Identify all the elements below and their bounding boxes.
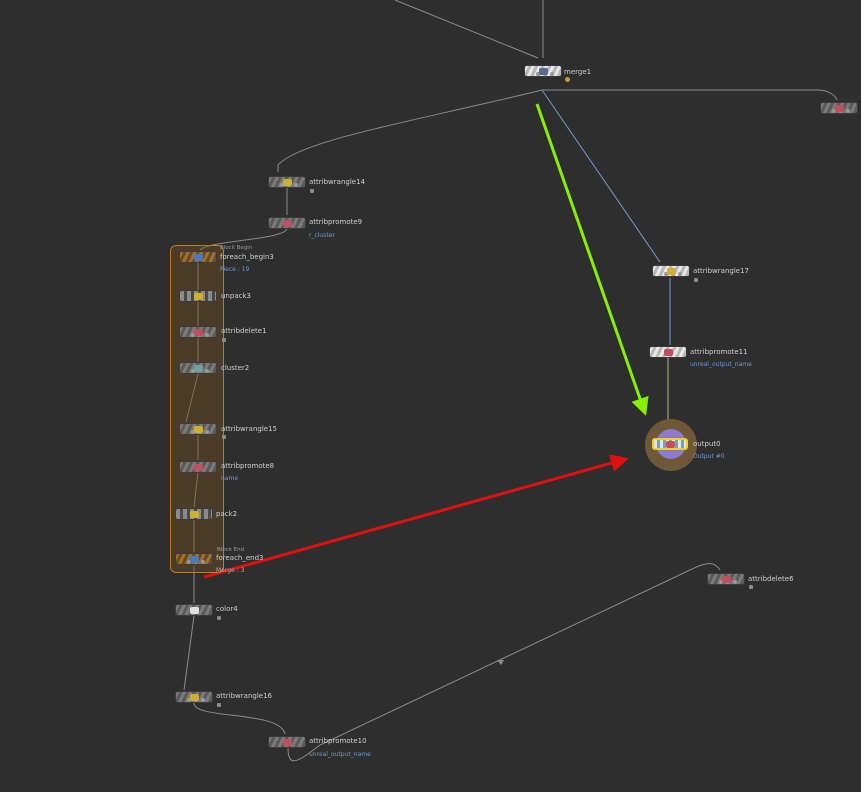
input-dots — [191, 358, 212, 373]
promote-icon — [283, 220, 292, 227]
promote-icon — [283, 739, 292, 746]
node-attribwrangle14[interactable] — [268, 176, 306, 188]
delete-icon — [194, 329, 203, 336]
node-foreach_end3[interactable] — [175, 553, 213, 565]
wire — [394, 0, 539, 59]
attribdelete-icon — [835, 105, 844, 112]
output-icon — [666, 441, 675, 448]
lock-icon — [217, 703, 221, 707]
annotation-arrow-green — [535, 103, 649, 416]
input-dots — [719, 569, 740, 584]
node-attribwrangle15[interactable] — [179, 423, 217, 435]
input-dots — [187, 549, 208, 564]
node-output0[interactable] — [652, 438, 688, 450]
node-attribpromote8[interactable] — [179, 461, 217, 473]
node-sublabel: r_cluster — [309, 232, 335, 239]
node-label: foreach_begin3 — [220, 253, 274, 261]
input-dots — [191, 322, 212, 337]
annotation-arrow-red — [203, 454, 629, 579]
lock-icon — [694, 278, 698, 282]
node-label: attribpromote11 — [690, 348, 748, 356]
unpack-icon — [194, 293, 203, 300]
node-label: pack2 — [216, 510, 238, 518]
foreach-icon — [194, 254, 203, 261]
delete-icon — [722, 576, 731, 583]
node-label: color4 — [216, 605, 238, 613]
node-attribwrangle17[interactable] — [652, 265, 690, 277]
wire — [541, 89, 661, 263]
node-attribwrangle16[interactable] — [175, 691, 213, 703]
node-toplabel: Block End — [217, 547, 245, 553]
node-label: attribwrangle15 — [221, 425, 277, 433]
node-sublabel: unreal_output_name — [309, 751, 371, 758]
node-color4[interactable] — [175, 604, 213, 616]
node-attribdelete6[interactable] — [707, 573, 745, 585]
node-attribdelete1[interactable] — [179, 326, 217, 338]
lock-icon — [310, 189, 314, 193]
wrangle-icon — [194, 426, 203, 433]
node-merge1[interactable] — [524, 65, 562, 77]
node-label: attribwrangle16 — [216, 692, 272, 700]
node-label: attribdelete1 — [221, 327, 267, 335]
node-label: attribpromote8 — [221, 462, 275, 470]
wire — [183, 615, 195, 691]
node-sublabel: Output #0 — [693, 453, 725, 460]
node-label: attribwrangle14 — [309, 178, 365, 186]
node-sublabel: Piece : 19 — [220, 266, 250, 273]
wrangle-icon — [190, 694, 199, 701]
promote-icon — [194, 464, 203, 471]
wire — [193, 471, 199, 508]
node-label: output0 — [693, 440, 721, 448]
input-dots — [832, 98, 853, 113]
node-unpack3[interactable] — [179, 290, 217, 302]
wrangle-icon — [667, 268, 676, 275]
input-dots — [191, 419, 212, 434]
pack-icon — [190, 511, 199, 518]
wire — [199, 227, 288, 251]
node-label: attribwrangle17 — [693, 267, 749, 275]
cluster-icon — [194, 365, 203, 372]
promote-icon — [664, 349, 673, 356]
foreach-icon — [190, 556, 199, 563]
node-attribpromote9[interactable] — [268, 217, 306, 229]
node-attribpromote10[interactable] — [268, 736, 306, 748]
lock-icon — [222, 435, 226, 439]
node-cluster2[interactable] — [179, 362, 217, 374]
node-label: attribdelete6 — [748, 575, 794, 583]
node-toplabel: Block Begin — [220, 245, 253, 251]
node-label: attribpromote10 — [309, 737, 367, 745]
lock-icon — [222, 338, 226, 342]
node-sublabel: name — [221, 475, 239, 482]
node-label: merge1 — [564, 68, 592, 76]
wire-midpoint-marker — [497, 660, 504, 665]
input-dots — [187, 687, 208, 702]
input-dots — [664, 261, 685, 276]
wrangle-icon — [283, 179, 292, 186]
wire — [542, 89, 838, 101]
node-label: attribpromote9 — [309, 218, 363, 226]
wire — [185, 373, 199, 423]
input-dots — [280, 172, 301, 187]
node-pack2[interactable] — [175, 508, 213, 520]
input-dots — [536, 61, 557, 76]
node-label: cluster2 — [221, 364, 250, 372]
lock-icon — [217, 616, 221, 620]
wire — [277, 89, 543, 172]
node-label: foreach_end3 — [216, 554, 264, 562]
flag-icon — [565, 77, 570, 82]
wire — [287, 563, 721, 762]
lock-icon — [749, 585, 753, 589]
node-attribpromote11[interactable] — [649, 346, 687, 358]
color-icon — [190, 607, 199, 614]
node-label: unpack3 — [221, 292, 251, 300]
merge-icon — [539, 68, 548, 75]
node-sublabel: Merge : 3 — [216, 567, 245, 574]
node-foreach_begin3[interactable] — [179, 251, 217, 263]
node-top-right[interactable] — [820, 102, 858, 114]
wire — [193, 702, 286, 735]
node-sublabel: unreal_output_name — [690, 361, 752, 368]
